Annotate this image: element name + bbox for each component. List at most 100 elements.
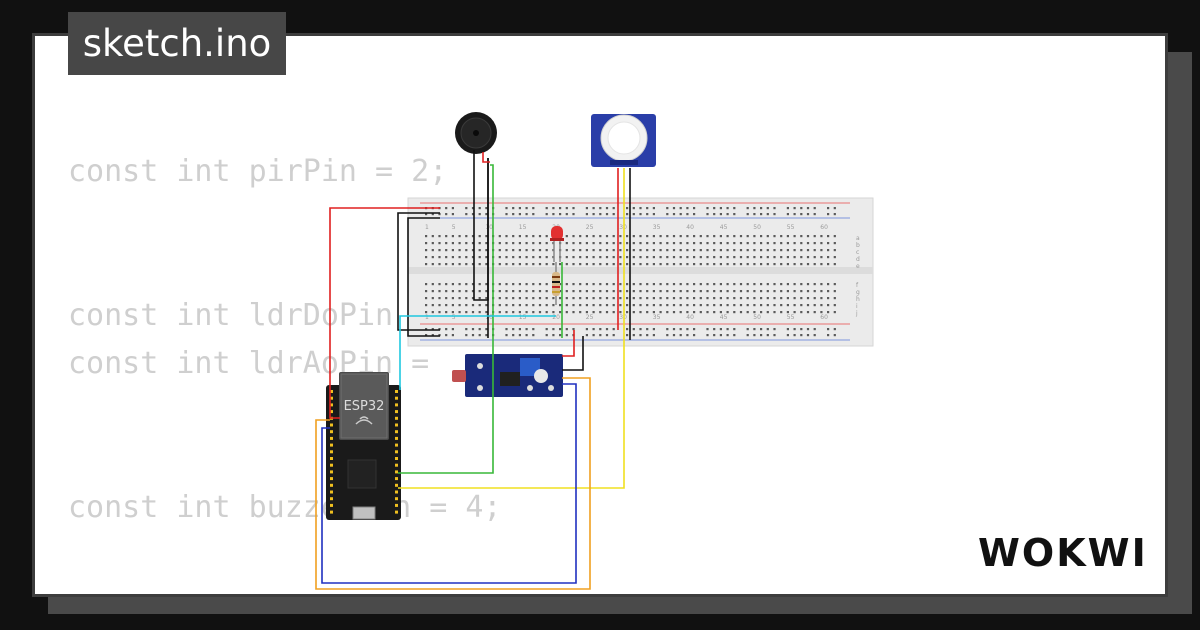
breadboard-hole <box>719 213 722 216</box>
breadboard-hole <box>800 311 803 314</box>
breadboard-hole <box>693 242 696 245</box>
breadboard-hole <box>827 334 830 337</box>
esp32-pin <box>395 390 398 393</box>
esp32-pin <box>395 510 398 514</box>
breadboard-hole <box>538 242 542 245</box>
breadboard-hole <box>552 304 555 307</box>
breadboard-hole <box>659 290 662 293</box>
breadboard-hole <box>672 328 676 331</box>
breadboard-hole <box>518 256 521 259</box>
breadboard-hole <box>652 242 655 245</box>
breadboard-hole <box>773 213 776 216</box>
breadboard-hole <box>478 297 481 300</box>
breadboard-hole <box>833 235 836 238</box>
breadboard-hole <box>579 304 582 307</box>
breadboard-hole <box>780 283 783 286</box>
breadboard-column-label: 10 <box>485 314 493 321</box>
breadboard-hole <box>585 304 588 307</box>
breadboard-hole <box>485 297 488 300</box>
breadboard-hole <box>438 213 441 216</box>
breadboard-hole <box>766 328 769 331</box>
breadboard-hole <box>713 263 716 266</box>
breadboard-hole <box>739 235 743 238</box>
breadboard-hole <box>505 249 508 252</box>
breadboard-hole <box>766 263 769 266</box>
breadboard-hole <box>706 297 709 300</box>
breadboard-hole <box>666 283 669 286</box>
breadboard-hole <box>612 207 615 210</box>
breadboard-hole <box>679 290 682 293</box>
breadboard-column-label: 25 <box>586 224 594 231</box>
breadboard-hole <box>806 213 810 216</box>
breadboard-hole <box>726 290 729 293</box>
breadboard-hole <box>666 304 669 307</box>
breadboard-hole <box>592 297 595 300</box>
breadboard-hole <box>619 290 622 293</box>
breadboard-hole <box>512 249 515 252</box>
breadboard-hole <box>773 334 776 337</box>
breadboard-hole <box>672 213 676 216</box>
breadboard-hole <box>746 297 749 300</box>
breadboard-hole <box>706 235 709 238</box>
breadboard-hole <box>746 249 749 252</box>
breadboard-hole <box>639 207 642 210</box>
breadboard-hole <box>431 328 434 331</box>
breadboard-hole <box>431 213 434 216</box>
breadboard-hole <box>605 235 609 238</box>
breadboard-hole <box>719 263 722 266</box>
breadboard-hole <box>686 213 689 216</box>
breadboard-hole <box>431 235 434 238</box>
breadboard-hole <box>833 242 836 245</box>
breadboard-hole <box>652 297 655 300</box>
breadboard-hole <box>572 207 575 210</box>
breadboard-hole <box>632 213 635 216</box>
filename-tab[interactable]: sketch.ino <box>68 12 286 75</box>
breadboard-hole <box>753 213 756 216</box>
breadboard-hole <box>646 242 649 245</box>
breadboard-hole <box>605 242 609 245</box>
breadboard-hole <box>478 235 481 238</box>
breadboard-hole <box>512 304 515 307</box>
breadboard-column-label: 35 <box>653 224 661 231</box>
breadboard-hole <box>766 297 769 300</box>
breadboard-hole <box>753 256 756 259</box>
breadboard-hole <box>498 297 501 300</box>
breadboard-hole <box>485 304 488 307</box>
breadboard-hole <box>619 242 622 245</box>
breadboard-hole <box>699 290 702 293</box>
breadboard-hole <box>431 297 434 300</box>
esp32-pin <box>395 436 398 440</box>
breadboard-hole <box>458 304 461 307</box>
breadboard-column-label: 35 <box>653 314 661 321</box>
breadboard-hole <box>726 297 729 300</box>
breadboard-hole <box>525 207 528 210</box>
breadboard-hole <box>585 328 588 331</box>
breadboard-hole <box>518 334 521 337</box>
breadboard-hole <box>793 334 796 337</box>
breadboard-hole <box>552 207 555 210</box>
breadboard-hole <box>565 242 568 245</box>
breadboard-hole <box>739 249 743 252</box>
breadboard-hole <box>646 304 649 307</box>
breadboard-hole <box>626 328 629 331</box>
breadboard-hole <box>572 242 575 245</box>
breadboard-hole <box>793 242 796 245</box>
breadboard-hole <box>693 249 696 252</box>
breadboard-hole <box>739 256 743 259</box>
breadboard-hole <box>719 256 722 259</box>
esp32-pin <box>330 510 333 514</box>
breadboard-hole <box>699 242 702 245</box>
breadboard-hole <box>545 328 548 331</box>
esp32-pin <box>395 430 398 434</box>
breadboard-hole <box>760 328 763 331</box>
breadboard-hole <box>733 242 736 245</box>
breadboard-hole <box>605 334 609 337</box>
breadboard-hole <box>619 283 622 286</box>
breadboard-hole <box>806 242 810 245</box>
breadboard-hole <box>806 249 810 252</box>
ldr-module <box>452 354 563 397</box>
breadboard-hole <box>465 304 468 307</box>
breadboard-hole <box>800 328 803 331</box>
breadboard-hole <box>793 304 796 307</box>
breadboard-hole <box>425 242 428 245</box>
